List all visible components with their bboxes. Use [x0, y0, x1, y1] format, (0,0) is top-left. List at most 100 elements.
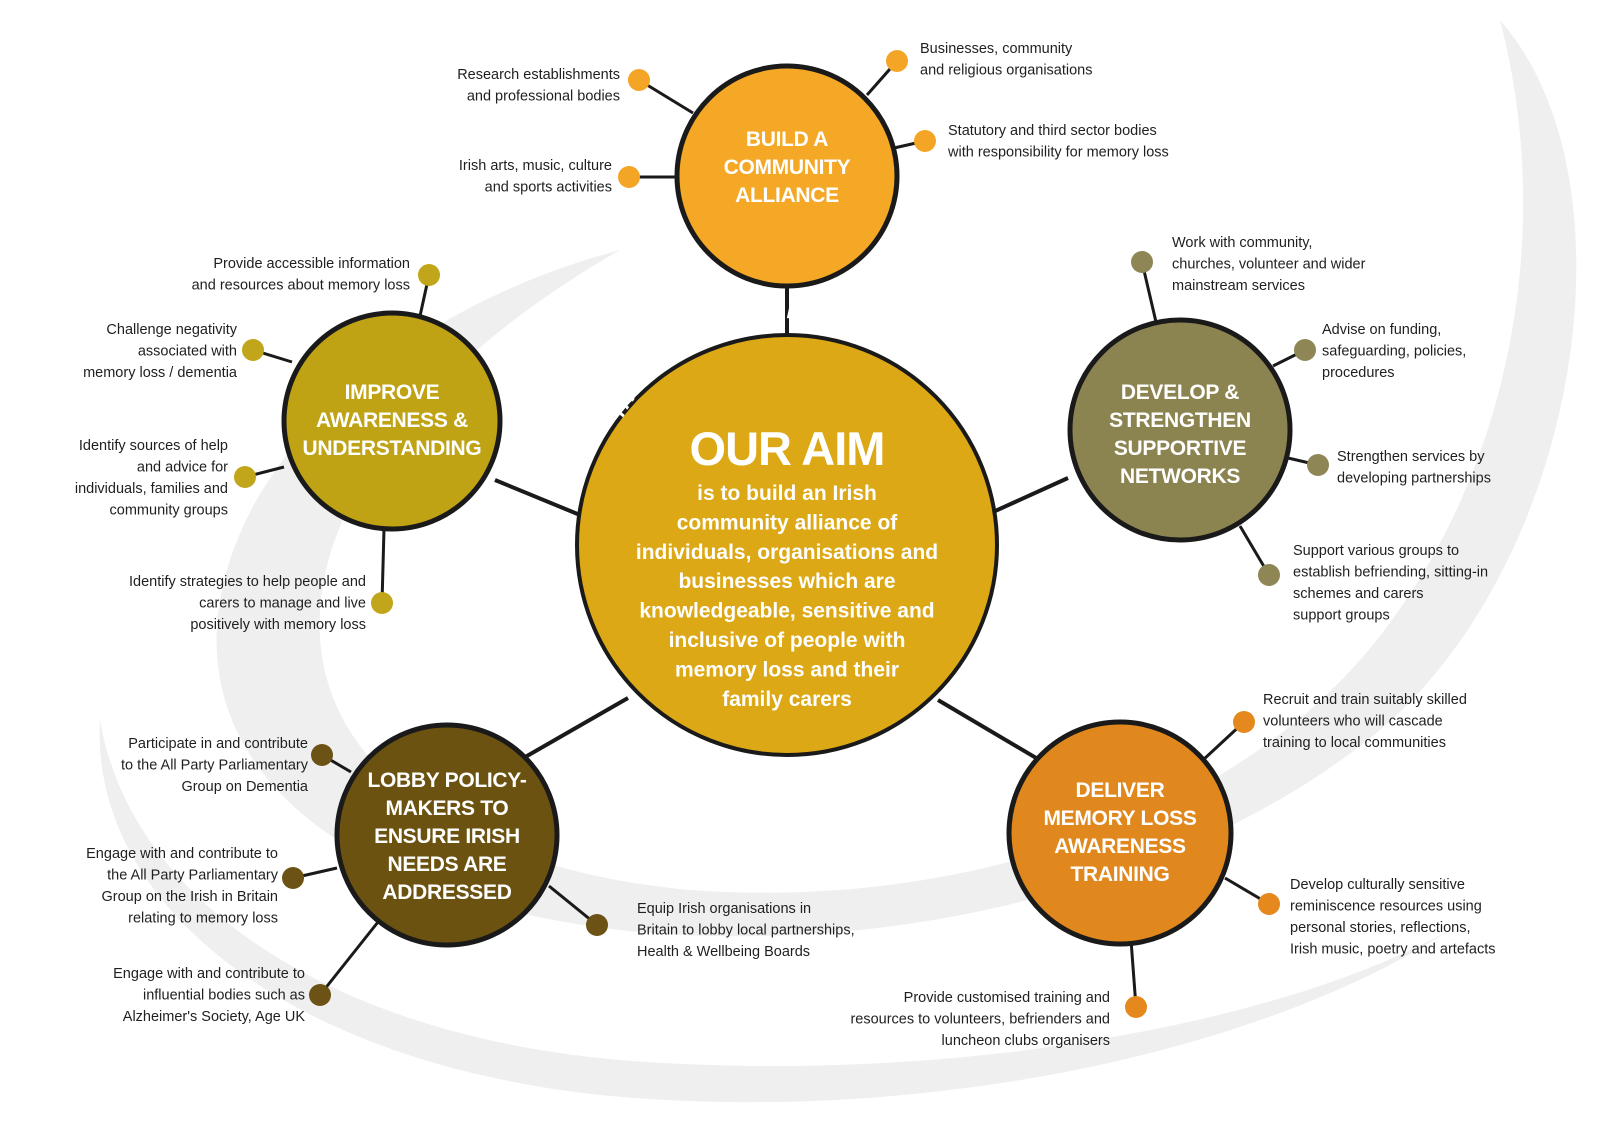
lobby-item-dot	[586, 914, 608, 936]
lobby-item-label-line: Equip Irish organisations in	[637, 901, 811, 917]
networks-item-label-line: schemes and carers	[1293, 586, 1424, 602]
center-title: OUR AIM	[690, 422, 885, 475]
training-hub-title-line: DELIVER	[1076, 779, 1165, 802]
lobby-hub-title-line: LOBBY POLICY-	[367, 769, 526, 792]
training-hub-circle	[1006, 719, 1234, 947]
community-item-dot	[628, 69, 650, 91]
lobby-item-label-line: Group on Dementia	[181, 779, 308, 795]
awareness-item-label-line: and advice for	[137, 460, 228, 476]
community-hub-title-line: COMMUNITY	[724, 156, 851, 179]
awareness-hub-title-line: AWARENESS &	[316, 409, 468, 432]
networks-hub-title: DEVELOP & STRENGTHEN SUPPORTIVE NETWORKS	[1109, 381, 1251, 488]
lobby-item-label-line: the All Party Parliamentary	[107, 868, 279, 884]
lobby-item-label-line: Group on the Irish in Britain	[101, 889, 278, 905]
awareness-item-label-line: positively with memory loss	[190, 617, 366, 633]
training-hub-title-line: AWARENESS	[1054, 835, 1186, 858]
lobby-item-label-line: influential bodies such as	[143, 988, 305, 1004]
training-item-label-line: personal stories, reflections,	[1290, 920, 1471, 936]
networks-item-label-line: Strengthen services by	[1337, 449, 1485, 465]
networks-item-label-line: developing partnerships	[1337, 471, 1491, 487]
hubs: BUILD ACOMMUNITYALLIANCEIMPROVEAWARENESS…	[281, 63, 1293, 948]
networks-hub-circle	[1067, 317, 1293, 543]
training-hub-title-line: TRAINING	[1070, 863, 1169, 886]
lobby-item-label: Engage with and contribute to influential…	[113, 966, 305, 1025]
lobby-item-label-line: Engage with and contribute to	[86, 846, 278, 862]
awareness-item-label: Identify sources of help and advice for in…	[75, 438, 228, 519]
training-item-label-line: resources to volunteers, befrienders and	[850, 1012, 1110, 1028]
networks-item-dot	[1258, 564, 1280, 586]
awareness-item-label-line: Challenge negativity	[106, 322, 237, 338]
center-body: is to build an Irish community alliance o…	[636, 482, 938, 711]
community-item-dot	[618, 166, 640, 188]
lobby-item-label-line: Participate in and contribute	[128, 736, 308, 752]
lobby-hub-circle	[334, 722, 560, 948]
networks-hub-title-line: STRENGTHEN	[1109, 409, 1251, 432]
connector-networks	[992, 476, 1069, 514]
awareness-item-label-line: Provide accessible information	[213, 256, 410, 272]
center-body-line: memory loss and their	[675, 658, 899, 681]
awareness-item-label-line: carers to manage and live	[199, 596, 366, 612]
community-item-label-line: and religious organisations	[920, 63, 1093, 79]
training-item-dot	[1258, 893, 1280, 915]
center-body-line: family carers	[722, 688, 852, 711]
awareness-item-spoke	[380, 528, 386, 604]
awareness-item-label-line: Identify sources of help	[79, 438, 228, 454]
center-body-line: individuals, organisations and	[636, 541, 938, 564]
community-item-label-line: Research establishments	[457, 67, 620, 83]
community-item-dot	[914, 130, 936, 152]
training-item-label-line: training to local communities	[1263, 735, 1446, 751]
lobby-item-label-line: Health & Wellbeing Boards	[637, 944, 810, 960]
networks-item-label: Advise on funding,safeguarding, policies…	[1322, 322, 1466, 381]
networks-item-label-line: Support various groups to	[1293, 543, 1459, 559]
awareness-item-label-line: associated with	[138, 344, 237, 360]
lobby-hub-title-line: MAKERS TO	[386, 797, 509, 820]
center-body-line: inclusive of people with	[669, 629, 906, 652]
networks-hub-title-line: NETWORKS	[1120, 465, 1240, 488]
networks-item-label-line: safeguarding, policies,	[1322, 344, 1466, 360]
networks-item-label-line: Work with community,	[1172, 235, 1312, 251]
connector-awareness	[494, 478, 581, 517]
training-item-label-line: volunteers who will cascade	[1263, 714, 1443, 730]
lobby-item-dot	[309, 984, 331, 1006]
community-hub-title-line: ALLIANCE	[735, 184, 839, 207]
awareness-item-label: Identify strategies to help people andca…	[129, 574, 366, 633]
networks-item-dot	[1131, 251, 1153, 273]
connector-lobby	[519, 696, 629, 762]
networks-item-label: Work with community,churches, volunteer …	[1172, 235, 1366, 294]
community-item-label-line: with responsibility for memory loss	[947, 145, 1169, 161]
awareness-hub-title-line: IMPROVE	[345, 381, 440, 404]
awareness-hub-circle	[281, 310, 503, 532]
community-item-dot	[886, 50, 908, 72]
training-item-label: Recruit and train suitably skilled volunt…	[1263, 692, 1467, 751]
networks-item-label-line: mainstream services	[1172, 278, 1305, 294]
lobby-item-dot	[311, 744, 333, 766]
training-item-label-line: luncheon clubs organisers	[942, 1033, 1110, 1049]
awareness-item-label-line: community groups	[110, 503, 228, 519]
lobby-item-label-line: Engage with and contribute to	[113, 966, 305, 982]
networks-hub-title-line: SUPPORTIVE	[1114, 437, 1247, 460]
center-body-line: community alliance of	[677, 511, 899, 534]
training-item-label-line: Recruit and train suitably skilled	[1263, 692, 1467, 708]
lobby-hub-title-line: ADDRESSED	[382, 881, 511, 904]
networks-item-dot	[1294, 339, 1316, 361]
center-body-line: is to build an Irish	[697, 482, 877, 505]
training-item-label: Develop culturally sensitivereminiscence…	[1290, 877, 1496, 958]
training-item-dot	[1233, 711, 1255, 733]
community-item-label-line: and sports activities	[485, 180, 612, 196]
networks-hub-title-line: DEVELOP &	[1121, 381, 1239, 404]
awareness-item-dot	[234, 466, 256, 488]
awareness-item-label-line: individuals, families and	[75, 481, 228, 497]
